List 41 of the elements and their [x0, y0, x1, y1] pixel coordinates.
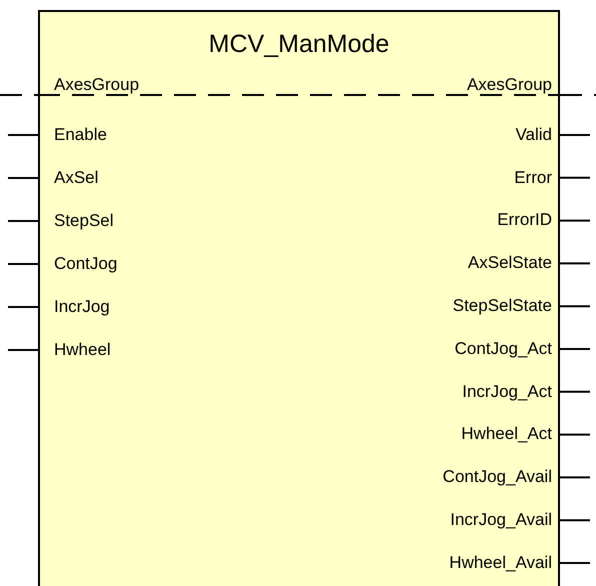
pin-label: Hwheel_Avail — [449, 552, 552, 574]
pin-label: ErrorID — [497, 210, 552, 231]
pin-line — [560, 348, 590, 350]
pin-line — [560, 390, 590, 393]
pin-label: IncrJog — [54, 296, 110, 318]
pin-line — [8, 349, 38, 351]
pin-line — [560, 305, 590, 308]
pin-label: AxesGroup — [54, 74, 140, 95]
pin-line — [8, 263, 38, 265]
pin-label: AxSel — [54, 168, 98, 188]
pin-line — [560, 519, 590, 522]
in-out-line — [38, 94, 560, 96]
pin-line — [560, 262, 590, 264]
pin-label: IncrJog_Act — [462, 382, 552, 402]
pin-line — [560, 476, 590, 478]
pin-line — [8, 306, 38, 308]
pin-line — [560, 176, 590, 179]
pin-label: AxSelState — [468, 253, 552, 274]
pin-label: Valid — [515, 124, 552, 146]
pin-label: ContJog — [54, 254, 118, 274]
pin-label: Error — [514, 168, 552, 188]
pin-label: StepSelState — [452, 296, 552, 316]
pin-label: Hwheel_Act — [461, 424, 552, 445]
pin-label: ContJog_Act — [454, 338, 552, 360]
pin-label: IncrJog_Avail — [450, 510, 552, 530]
pin-label: ContJog_Avail — [442, 467, 552, 488]
pin-line — [560, 434, 590, 436]
pin-line — [560, 134, 590, 136]
pin-line — [8, 177, 38, 179]
pin-line — [560, 562, 590, 564]
pin-line — [8, 220, 38, 222]
pin-line — [8, 134, 38, 136]
in-out-line — [0, 94, 38, 96]
pin-label: Enable — [54, 124, 107, 146]
pin-label: StepSel — [54, 210, 114, 232]
block-title: MCV_ManMode — [208, 30, 390, 59]
pin-label: AxesGroup — [466, 74, 552, 95]
function-block — [38, 10, 560, 586]
pin-label: Hwheel — [54, 340, 111, 360]
pin-line — [560, 220, 590, 222]
in-out-line — [560, 94, 596, 96]
